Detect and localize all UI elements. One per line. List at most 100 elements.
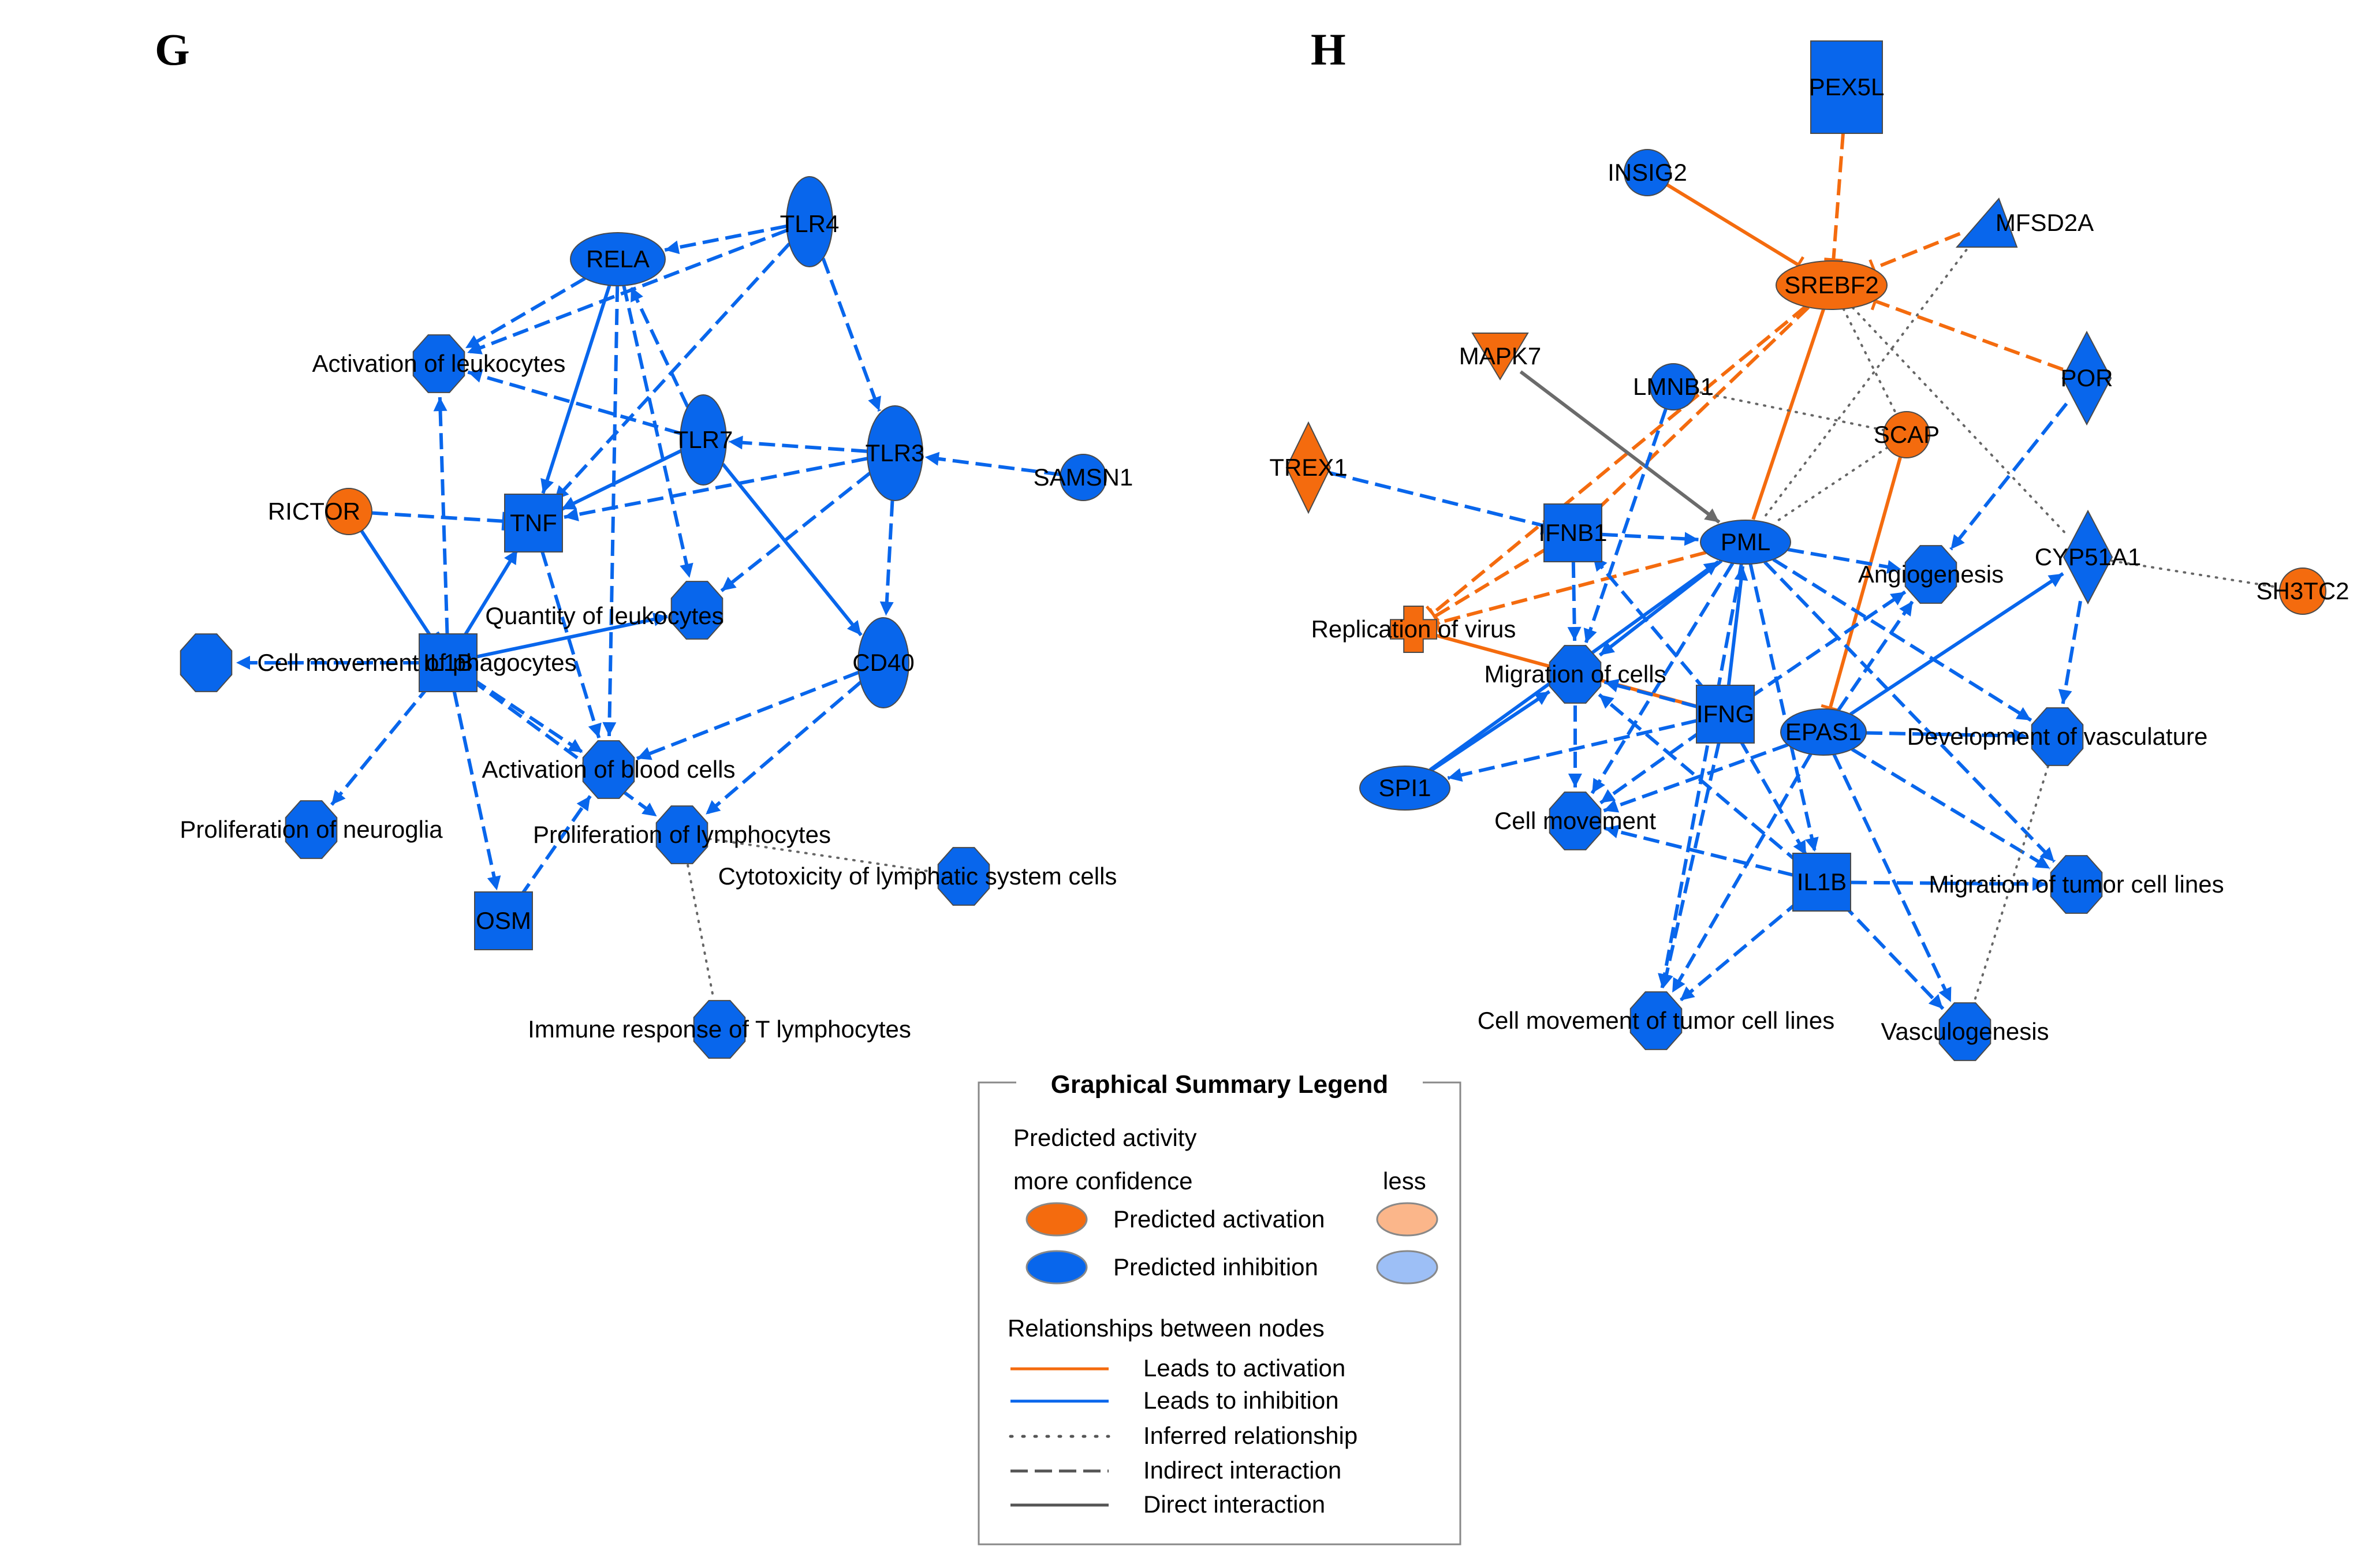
edge-il1b_g-to-tnf (461, 548, 519, 639)
edge-il1b_g-to-prolneuro (330, 684, 431, 807)
edge-ifng-to-angio (1748, 590, 1907, 700)
node-migtumor-shape (2050, 855, 2103, 914)
edge-il1b_g-to-osm (452, 690, 501, 891)
edge-cd40-to-actblood (636, 670, 860, 760)
node-tlr3-shape (867, 405, 923, 501)
edge-srebf2-to-cyp51a1 (1851, 306, 2067, 535)
edge-ifnb1-to-repvirus (1433, 546, 1549, 618)
legend: Graphical Summary Legend Predicted activ… (978, 1068, 1461, 1545)
node-devvasc-shape (2031, 707, 2084, 766)
node-ifnb1-label: IFNB1 (1538, 519, 1607, 546)
edge-rela-to-qleuk (622, 285, 693, 578)
node-cellmovphag-label: Cell movement of phagocytes (257, 649, 576, 676)
node-tlr7-label: TLR7 (674, 426, 733, 453)
node-cellmovphag-shape (180, 633, 233, 692)
edge-pml-to-cellmovtumor (1658, 563, 1743, 988)
edge-ifnb1-to-migcells (1567, 561, 1582, 641)
edge-insig2-to-srebf2 (1666, 183, 1799, 267)
nodes-layer (180, 40, 2326, 1061)
legend-direct-interaction: Direct interaction (1143, 1491, 1325, 1518)
edge-tlr7-to-rela (629, 286, 689, 408)
legend-more-confidence: more confidence (1013, 1167, 1193, 1194)
legend-less: less (1383, 1167, 1426, 1194)
edge-rictor-to-il1b_g (360, 529, 434, 639)
edge-il1b_g-to-qleuk (476, 613, 668, 659)
node-epas1-shape (1780, 708, 1867, 756)
edge-scap-to-epas1 (1828, 456, 1903, 709)
node-qleuk-shape (670, 581, 723, 640)
node-mapk7-label: MAPK7 (1459, 342, 1541, 369)
node-mfsd2a-label: MFSD2A (1996, 209, 2094, 236)
edge-rela-to-tnf (540, 285, 611, 494)
edge-il1b_h-to-cellmov (1604, 824, 1795, 877)
node-lmnb1-shape (1650, 363, 1697, 410)
node-cd40-label: CD40 (852, 649, 914, 676)
node-rictor-shape (325, 488, 372, 535)
edge-tlr4-to-actleuk (467, 229, 788, 355)
legend-predicted-activation: Predicted activation (1113, 1205, 1325, 1233)
node-repvirus-label: Replication of virus (1311, 615, 1516, 643)
node-pex5l-shape (1810, 40, 1883, 134)
edge-pml-to-il1b_h (1748, 563, 1819, 852)
legend-activation-swatch (1025, 1202, 1088, 1237)
edge-tlr4-to-rela (664, 224, 787, 255)
node-repvirus-shape (1390, 606, 1437, 653)
node-prollymph-label: Proliferation of lymphocytes (533, 821, 831, 848)
edge-osm-to-actblood (519, 795, 592, 898)
node-vasculo-shape (1938, 1002, 1991, 1061)
legend-inferred-relationship: Inferred relationship (1143, 1422, 1357, 1449)
edge-pml-to-migcells (1598, 559, 1723, 657)
node-tlr7-shape (680, 394, 727, 486)
edge-tlr3-to-qleuk (720, 472, 871, 592)
legend-title: Graphical Summary Legend (1051, 1070, 1388, 1099)
node-prolneuro-label: Proliferation of neuroglia (180, 816, 443, 843)
edge-scap-to-lmnb1 (1696, 390, 1885, 431)
edge-trex1-to-ifnb1 (1329, 471, 1545, 528)
edge-pml-to-devvasc (1772, 558, 2032, 722)
node-angio-shape (1904, 545, 1957, 604)
node-srebf2-shape (1776, 260, 1888, 310)
node-lmnb1-label: LMNB1 (1633, 373, 1714, 400)
edge-rictor-to-tnf (371, 511, 504, 523)
edge-ifng-to-cellmov (1599, 729, 1703, 805)
legend-relationships-title: Relationships between nodes (1008, 1315, 1325, 1342)
edge-il1b_h-to-migcells (1598, 693, 1801, 865)
legend-leads-to-inhibition: Leads to inhibition (1143, 1387, 1339, 1414)
edge-bar-pex5l-to-srebf2 (1824, 257, 1843, 262)
edge-epas1-to-angio (1837, 600, 1914, 712)
node-il1b_g-label: IL1B (423, 649, 473, 676)
node-spi1-shape (1359, 766, 1450, 811)
node-osm-label: OSM (476, 907, 531, 934)
node-mapk7-shape (1471, 333, 1529, 380)
edge-il1b_h-to-cellmovtumor (1679, 899, 1801, 1002)
node-angio-label: Angiogenesis (1858, 561, 2004, 588)
edges-layer (236, 133, 2280, 1010)
edge-il1b_h-to-vasculo (1840, 902, 1945, 1010)
edge-pex5l-to-srebf2 (1832, 133, 1845, 260)
node-actleuk-shape (412, 334, 465, 393)
edge-ifnb1-to-pml (1601, 532, 1699, 546)
edge-mfsd2a-to-srebf2 (1873, 232, 1961, 270)
node-cellmov-shape (1549, 792, 1602, 850)
node-scap-label: SCAP (1874, 421, 1940, 448)
node-devvasc-label: Development of vasculature (1907, 723, 2208, 750)
edge-scap-to-pml (1772, 446, 1889, 525)
node-pml-shape (1700, 520, 1791, 565)
edge-ifng-to-ifnb1 (1591, 555, 1709, 693)
legend-frame (978, 1081, 1461, 1545)
node-ifnb1-shape (1543, 503, 1602, 562)
edge-lmnb1-to-migcells (1583, 408, 1668, 644)
edge-mfsd2a-to-pml (1761, 242, 1972, 522)
node-sh3tc2-shape (2279, 568, 2326, 615)
node-tlr3-label: TLR3 (866, 439, 925, 466)
edge-tlr3-to-cd40 (879, 500, 894, 616)
node-scap-shape (1883, 411, 1930, 458)
edge-epas1-to-migtumor (1851, 748, 2051, 870)
edge-il1b_g-to-actleuk (433, 397, 449, 634)
panel-letter-h: H (1311, 24, 1346, 74)
edge-ifng-to-pml (1726, 566, 1748, 686)
edge-por-to-srebf2 (1874, 299, 2064, 371)
node-osm-shape (474, 891, 533, 950)
edge-prollymph-to-immunet (687, 864, 715, 999)
